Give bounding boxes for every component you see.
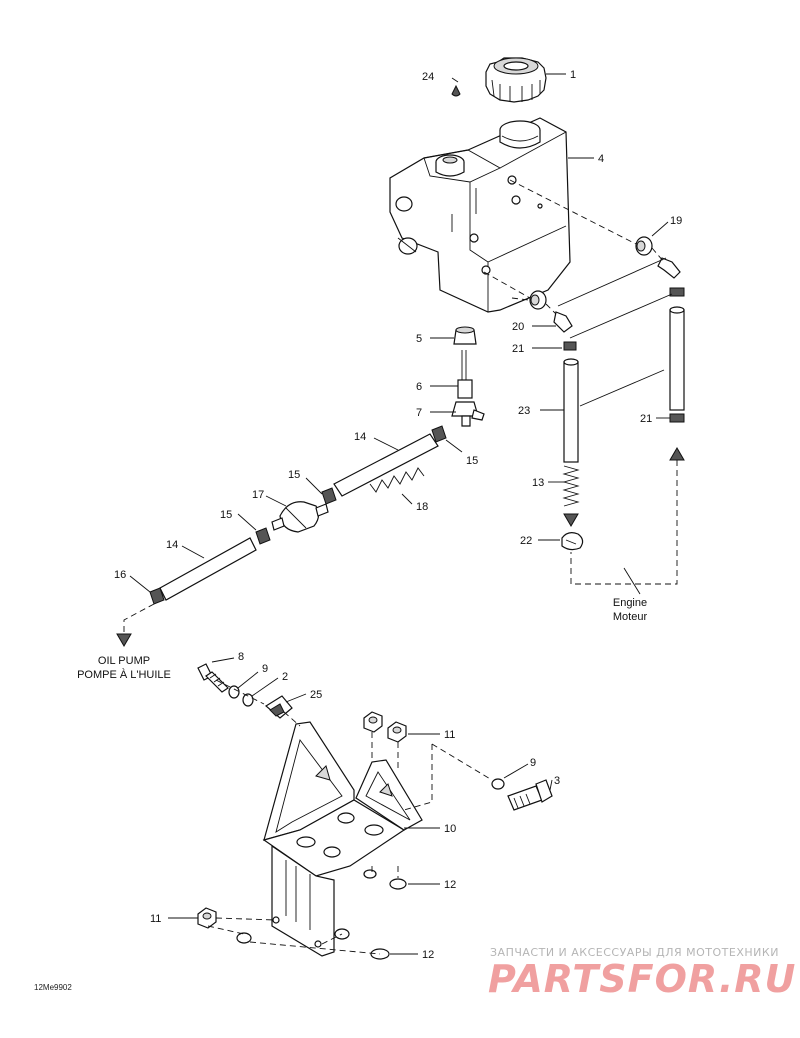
callout-20: 20 bbox=[512, 321, 524, 333]
callout-25: 25 bbox=[310, 689, 322, 701]
clamp-16 bbox=[149, 587, 165, 605]
callout-24: 24 bbox=[422, 71, 434, 83]
callout-17: 17 bbox=[252, 489, 264, 501]
elbow-fitting-20 bbox=[553, 311, 573, 333]
nut-11-top-right bbox=[387, 721, 407, 743]
callout-4: 4 bbox=[598, 153, 604, 165]
spring-18 bbox=[369, 467, 425, 493]
callout-14-lower: 14 bbox=[166, 539, 178, 551]
callout-19: 19 bbox=[670, 215, 682, 227]
fitting-7 bbox=[451, 401, 485, 427]
grommet-5 bbox=[453, 326, 477, 345]
callout-9-right: 9 bbox=[530, 757, 536, 769]
washer-2 bbox=[242, 693, 254, 707]
caption-pompe-huile: POMPE À L'HUILE bbox=[77, 668, 171, 681]
washer-bottom-left bbox=[236, 932, 252, 944]
nut-11-top-left bbox=[363, 711, 383, 733]
hose-23 bbox=[563, 358, 579, 463]
callout-15-upper: 15 bbox=[466, 455, 478, 467]
clip-22 bbox=[561, 532, 584, 551]
callout-23: 23 bbox=[518, 405, 530, 417]
arrow-down-oil-pump bbox=[116, 633, 132, 647]
washer-9-left bbox=[228, 685, 240, 699]
clamp-15-upper bbox=[431, 425, 447, 443]
callout-5: 5 bbox=[416, 333, 422, 345]
nut-11-bottom bbox=[197, 907, 217, 929]
callout-11-bottom: 11 bbox=[150, 913, 161, 925]
bolt-3 bbox=[507, 779, 553, 811]
callout-9-left: 9 bbox=[262, 663, 268, 675]
caption-oil-pump: OIL PUMP bbox=[98, 655, 150, 667]
clip-25 bbox=[264, 695, 293, 719]
watermark-logo: PARTSFOR.RU bbox=[488, 957, 796, 1001]
washer-12-small bbox=[363, 869, 377, 879]
filter-17 bbox=[271, 501, 329, 533]
callout-15-middle: 15 bbox=[288, 469, 300, 481]
filler-cap bbox=[485, 57, 547, 103]
caption-moteur: Moteur bbox=[613, 611, 648, 623]
callout-21-a: 21 bbox=[512, 343, 524, 355]
figure-code: 12Me9902 bbox=[34, 983, 72, 992]
grommet-20 bbox=[529, 290, 547, 310]
callout-13: 13 bbox=[532, 477, 544, 489]
callout-6: 6 bbox=[416, 381, 422, 393]
caption-engine: Engine bbox=[613, 597, 647, 609]
hose-14-lower bbox=[159, 537, 257, 601]
callout-12-bottom: 12 bbox=[422, 949, 434, 961]
callout-10: 10 bbox=[444, 823, 456, 835]
callout-7: 7 bbox=[416, 407, 422, 419]
callout-22: 22 bbox=[520, 535, 532, 547]
callout-21-b: 21 bbox=[640, 413, 652, 425]
drop-seal bbox=[451, 84, 461, 97]
bracket-10 bbox=[262, 721, 423, 957]
callout-1: 1 bbox=[570, 69, 576, 81]
watermark-tagline: ЗАПЧАСТИ И АКСЕССУАРЫ ДЛЯ МОТОТЕХНИКИ bbox=[490, 946, 779, 959]
clamp-15-lower bbox=[255, 527, 271, 545]
arrow-up-engine bbox=[669, 447, 685, 461]
callout-12-upper: 12 bbox=[444, 879, 456, 891]
arrow-down-to-clip bbox=[563, 513, 579, 527]
callout-11-top: 11 bbox=[444, 729, 455, 741]
elbow-fitting-right bbox=[657, 257, 681, 279]
oil-tank bbox=[389, 117, 571, 313]
hose-right bbox=[669, 306, 685, 411]
callout-3: 3 bbox=[554, 775, 560, 787]
washer-9-right bbox=[491, 778, 505, 790]
callout-labels: 1 24 4 19 20 5 21 6 23 21 7 14 15 15 13 … bbox=[114, 69, 682, 961]
leader-lines bbox=[129, 73, 670, 955]
bolt-8 bbox=[197, 663, 229, 693]
clamp-15-middle bbox=[321, 487, 337, 505]
callout-14-upper: 14 bbox=[354, 431, 366, 443]
clamp-21-top bbox=[563, 341, 577, 351]
clamp-21-right-top bbox=[669, 287, 685, 297]
callout-16: 16 bbox=[114, 569, 126, 581]
callout-8: 8 bbox=[238, 651, 244, 663]
callout-18: 18 bbox=[416, 501, 428, 513]
pickup-tube-6 bbox=[457, 350, 473, 399]
washer-12-upper bbox=[389, 878, 407, 890]
hose-14-upper bbox=[333, 433, 439, 497]
callout-15-lower: 15 bbox=[220, 509, 232, 521]
spring-13 bbox=[562, 465, 580, 507]
grommet-19 bbox=[635, 236, 653, 256]
callout-2: 2 bbox=[282, 671, 288, 683]
clamp-21-right bbox=[669, 413, 685, 423]
